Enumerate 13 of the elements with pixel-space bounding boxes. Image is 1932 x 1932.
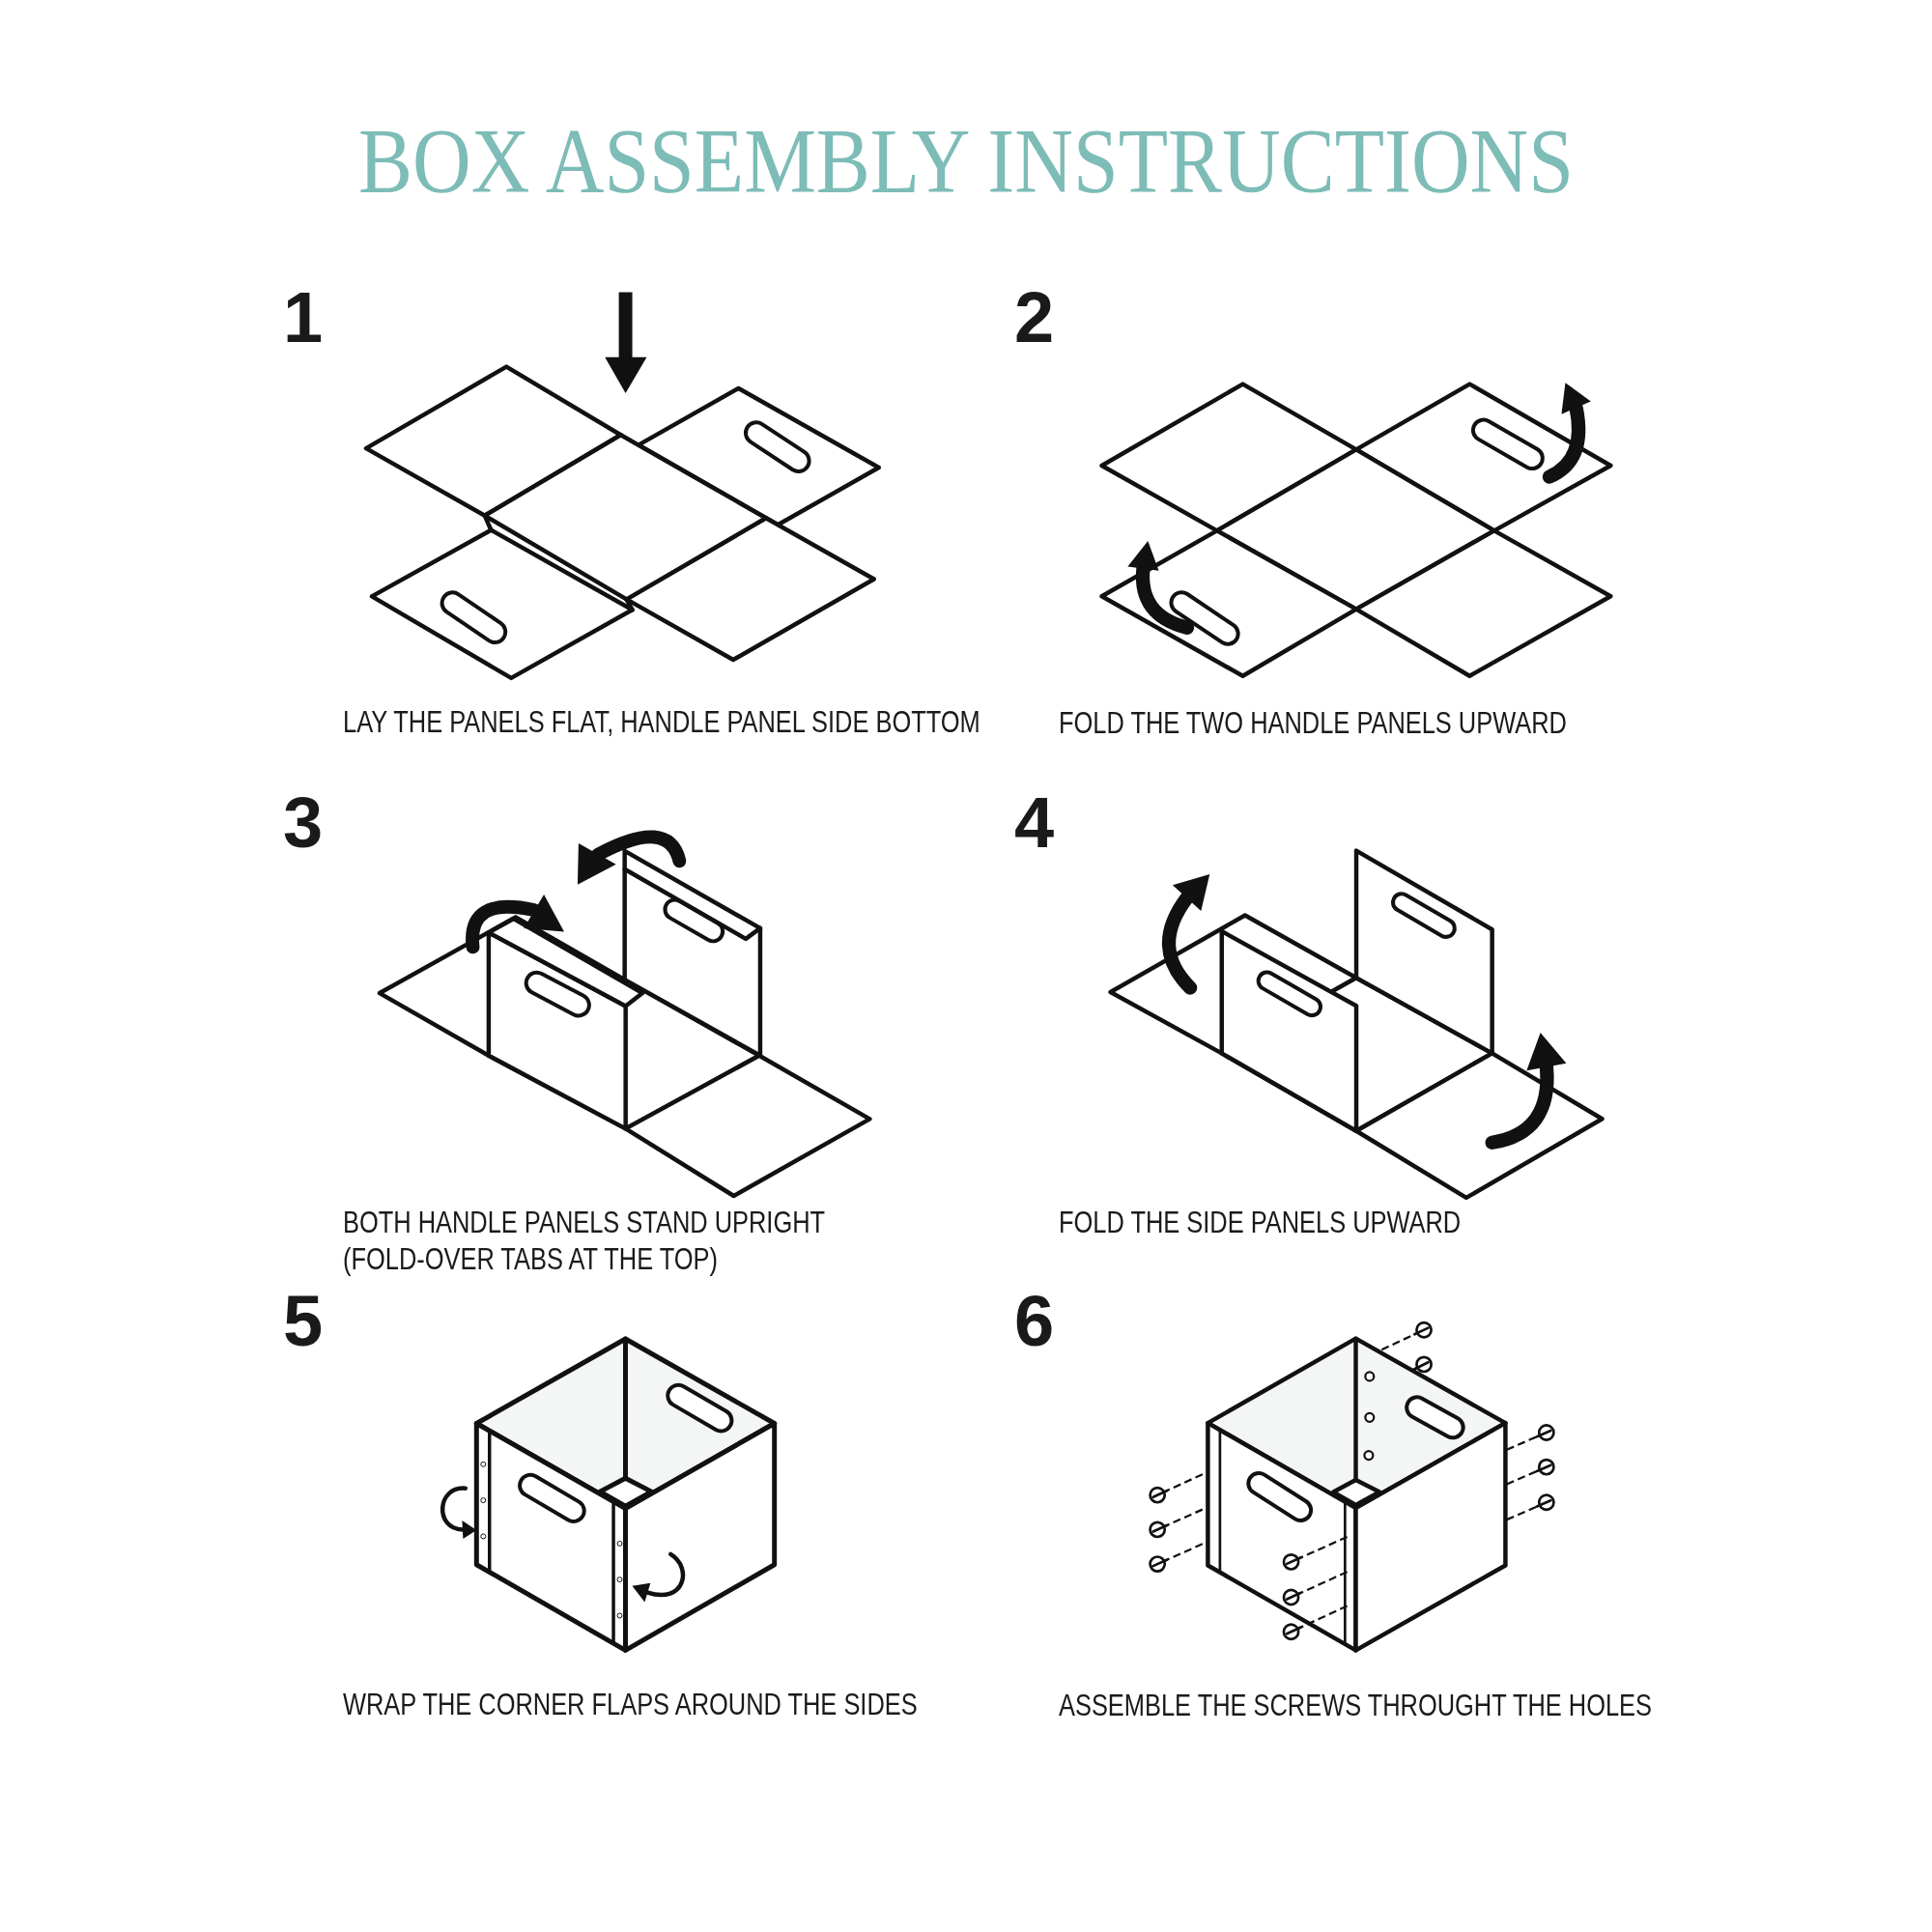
step-number: 4 xyxy=(1014,787,1055,859)
step-caption: FOLD THE SIDE PANELS UPWARD xyxy=(1059,1205,1462,1241)
step-caption: WRAP THE CORNER FLAPS AROUND THE SIDES xyxy=(343,1687,918,1723)
step-number: 3 xyxy=(283,787,324,859)
step-number: 6 xyxy=(1014,1286,1055,1357)
step-number: 2 xyxy=(1014,282,1055,354)
step-caption: FOLD THE TWO HANDLE PANELS UPWARD xyxy=(1059,705,1567,742)
step-number: 5 xyxy=(283,1286,324,1357)
step-caption: ASSEMBLE THE SCREWS THROUGHT THE HOLES xyxy=(1059,1688,1652,1724)
step-caption: BOTH HANDLE PANELS STAND UPRIGHT (FOLD-OVER TABS AT THE TOP) xyxy=(343,1205,826,1278)
step-caption: LAY THE PANELS FLAT, HANDLE PANEL SIDE BOTTOM xyxy=(343,704,980,741)
step-number: 1 xyxy=(283,282,324,354)
title: BOX ASSEMBLY INSTRUCTIONS xyxy=(358,115,1574,208)
